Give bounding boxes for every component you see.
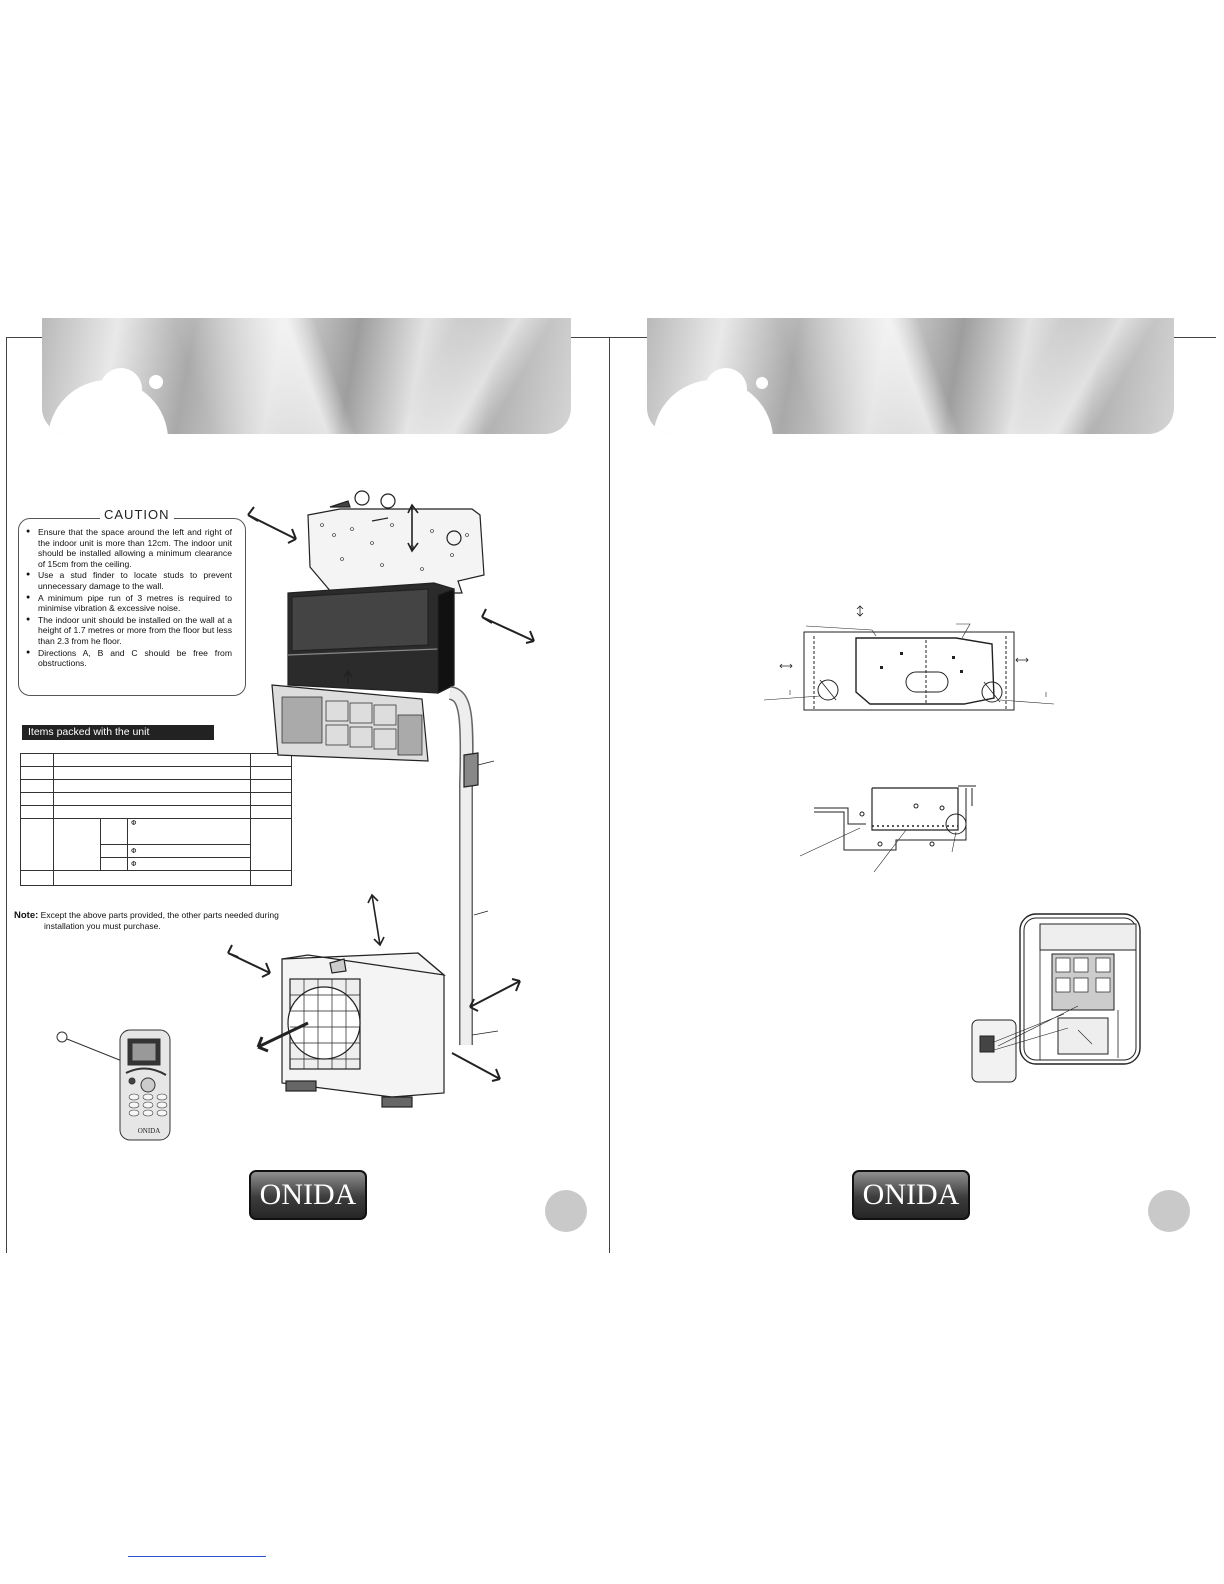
caution-list: Ensure that the space around the left an… (26, 527, 232, 670)
note-line-2: installation you must purchase. (44, 921, 161, 931)
remote-brand-label: ONIDA (137, 1127, 161, 1135)
phi-symbol: Φ (131, 860, 137, 868)
page-number-badge-right (1148, 1190, 1190, 1232)
items-packed-heading: Items packed with the unit (22, 725, 214, 740)
remote-control-illustration (56, 1029, 171, 1141)
items-packed-table: Φ Φ Φ (20, 753, 292, 886)
wall-hole-diagram (799, 785, 976, 872)
phi-symbol: Φ (131, 847, 137, 855)
caution-item: A minimum pipe run of 3 metres is requir… (26, 593, 232, 614)
caution-item: Use a stud finder to locate studs to pre… (26, 570, 232, 591)
caution-item: The indoor unit should be installed on t… (26, 615, 232, 647)
hyperlink-underline[interactable] (128, 1556, 266, 1557)
top-rule (6, 337, 1216, 338)
onida-logo-left: ONIDA (249, 1170, 367, 1220)
electrical-panel-detail (971, 913, 1141, 1083)
caution-item: Directions A, B and C should be free fro… (26, 648, 232, 669)
page-number-badge-left (545, 1190, 587, 1232)
phi-symbol: Φ (131, 819, 137, 827)
banner-bubble-small (756, 377, 768, 389)
right-header-banner (647, 318, 1174, 434)
note-text: Note: Except the above parts provided, t… (14, 910, 279, 932)
note-line-1: Except the above parts provided, the oth… (40, 910, 279, 920)
banner-bubble-small (149, 375, 163, 389)
left-page-left-border (6, 337, 7, 1253)
caution-title: CAUTION (100, 507, 174, 522)
page-divider (609, 337, 610, 1253)
banner-bubble-medium (100, 368, 142, 410)
caution-item: Ensure that the space around the left an… (26, 527, 232, 569)
onida-logo-right: ONIDA (852, 1170, 970, 1220)
installation-illustration (227, 490, 535, 1108)
mounting-plate-diagram (763, 605, 1055, 711)
note-label: Note: (14, 910, 39, 921)
left-header-banner (42, 318, 571, 434)
banner-bubble-medium (705, 368, 747, 410)
